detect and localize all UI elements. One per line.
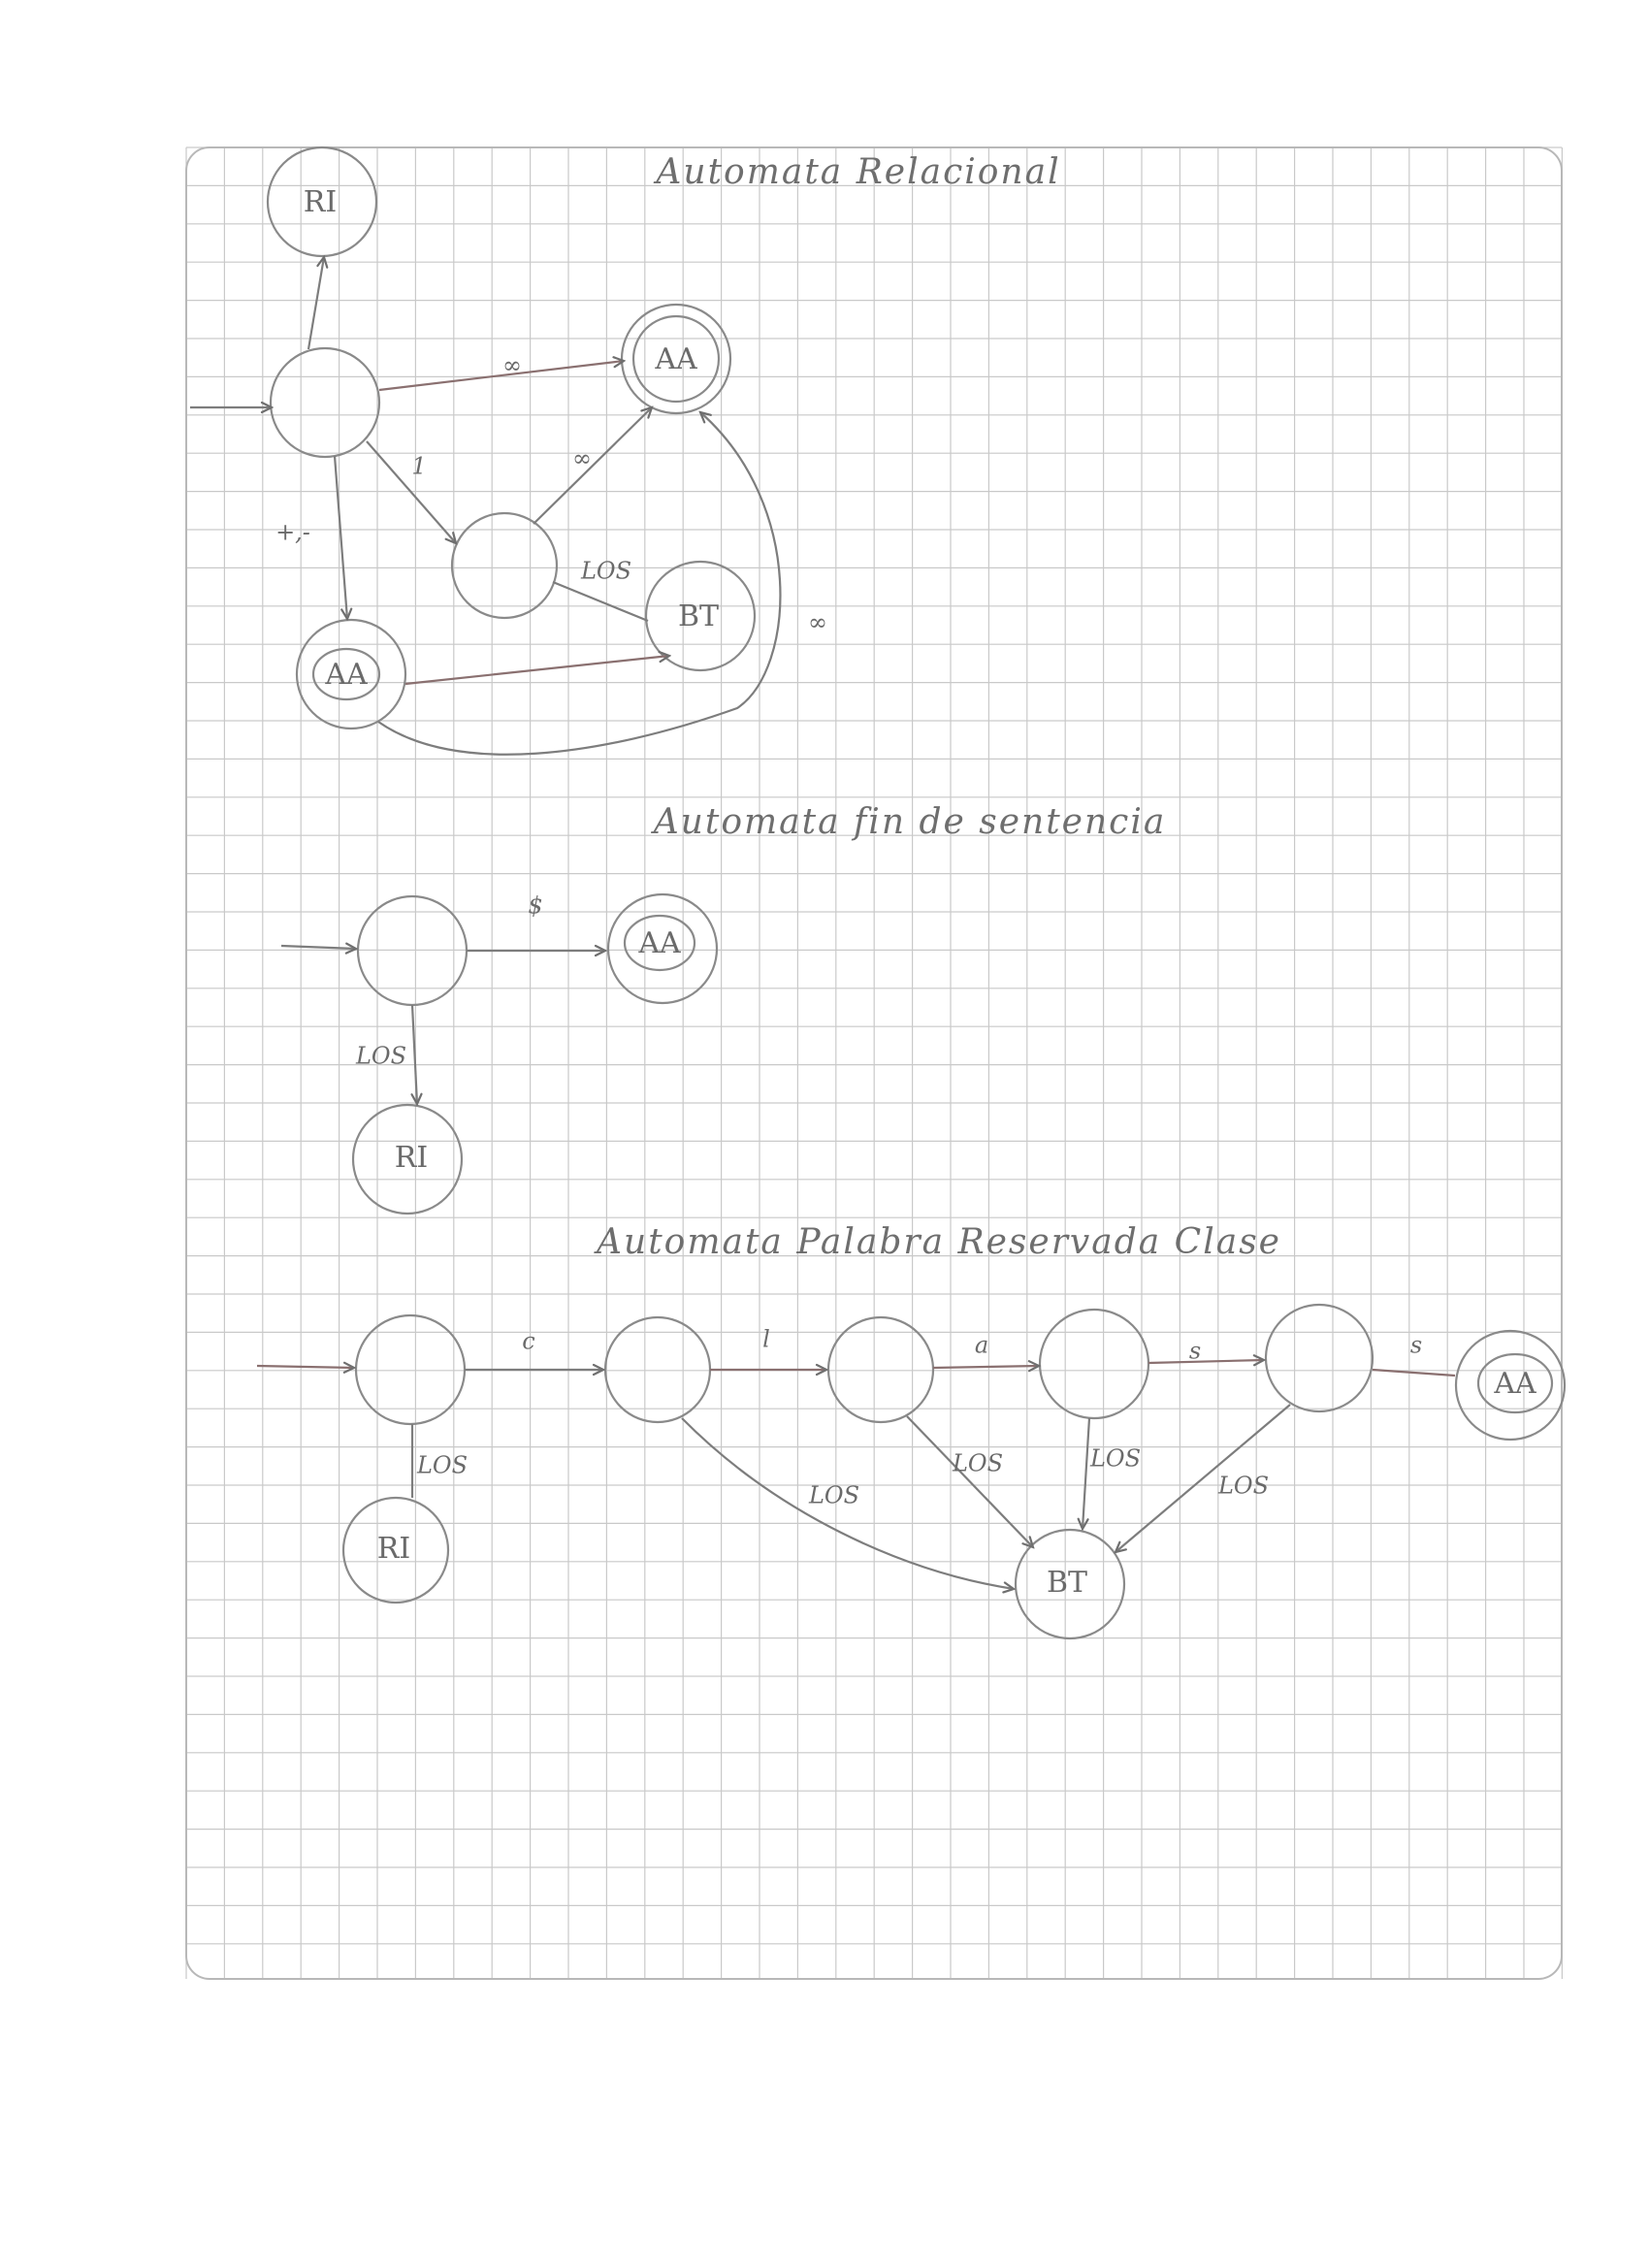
rw-edge-a-label: a [975,1332,988,1359]
state-aa-accepting-inner [631,314,721,404]
edge-aa-to-bt [404,656,669,686]
rw-edge-s1 [1148,1360,1264,1363]
state-aa-mid-label: AA [324,658,368,692]
edge-plus-minus [333,455,347,619]
state-ri-label: RI [304,185,337,219]
state-rw-ri-label: RI [377,1532,410,1566]
rw-edge-los-4 [1116,1404,1291,1552]
reserved-word-automaton: AA RI BT c l a s s LOS LOS LOS LOS LOS [256,1303,1567,1640]
edge-infinity-1-label: ∞ [502,352,522,379]
state-eos-aa [606,892,719,1005]
rw-edge-los-1-label: LOS [808,1482,859,1509]
rw-edge-los-4-label: LOS [1217,1473,1269,1500]
rw-edge-los-3-label: LOS [1089,1445,1141,1473]
rw-edge-los-1 [681,1417,1014,1589]
rw-edge-c-label: c [522,1328,534,1355]
state-rw-1 [603,1315,712,1424]
eos-edge-dollar-label: $ [528,892,542,920]
state-rw-aa [1454,1329,1567,1442]
state-eos-aa-inner [623,914,696,972]
state-eos-aa-label: AA [637,926,681,960]
rw-edge-a [932,1366,1039,1368]
edge-los [552,580,649,623]
title-relational: Automata Relacional [653,152,1060,192]
eos-edge-los-label: LOS [355,1043,406,1070]
state-eos-ri-label: RI [395,1141,428,1175]
state-rw-4 [1264,1303,1374,1413]
edge-to-ri [307,257,324,350]
state-aa-top-label: AA [654,342,697,376]
rw-edge-s2-label: s [1410,1332,1422,1359]
edge-one-label: 1 [411,453,426,480]
title-end-of-sentence: Automata fin de sentencia [651,802,1167,842]
edge-one [366,440,456,543]
state-bt-label: BT [678,599,719,633]
state-initial [269,346,381,459]
end-of-sentence-automaton: AA RI $ LOS [280,892,719,1215]
state-rw-2 [826,1315,935,1424]
rw-edge-l-label: l [762,1326,770,1353]
rw-edge-s1-label: s [1189,1338,1201,1365]
rw-edge-los-3 [1083,1417,1091,1529]
state-rw-aa-inner [1476,1352,1554,1414]
state-bt [644,560,757,672]
state-rw-bt-label: BT [1047,1566,1087,1600]
edge-infinity-3 [377,412,782,756]
rw-edge-s2 [1372,1368,1456,1377]
eos-edge-los [412,1004,417,1104]
state-aa-middle-inner [311,647,381,701]
edge-infinity-1 [378,361,624,392]
edge-plus-minus-label: +,- [275,519,310,546]
rw-edge-los-2-label: LOS [952,1450,1003,1477]
state-rw-3 [1038,1308,1150,1420]
rw-start-arrow [256,1366,354,1368]
edge-infinity-3-label: ∞ [808,609,827,636]
rw-edge-los-start-label: LOS [416,1452,468,1479]
sheet-border [185,146,1563,1980]
title-reserved-word: Automata Palabra Reservada Clase [594,1222,1281,1262]
edge-infinity-2 [533,407,652,525]
relational-automaton: RI AA BT AA ∞ 1 ∞ +,- LOS ∞ [190,146,827,756]
state-rw-ri [341,1496,450,1604]
state-rw-aa-label: AA [1493,1367,1536,1401]
edge-infinity-2-label: ∞ [572,445,592,472]
state-intermediate [450,511,559,620]
state-eos-ri [351,1103,464,1215]
rw-edge-los-2 [906,1415,1033,1547]
edge-los-label: LOS [580,558,631,585]
eos-start-arrow [280,946,356,949]
